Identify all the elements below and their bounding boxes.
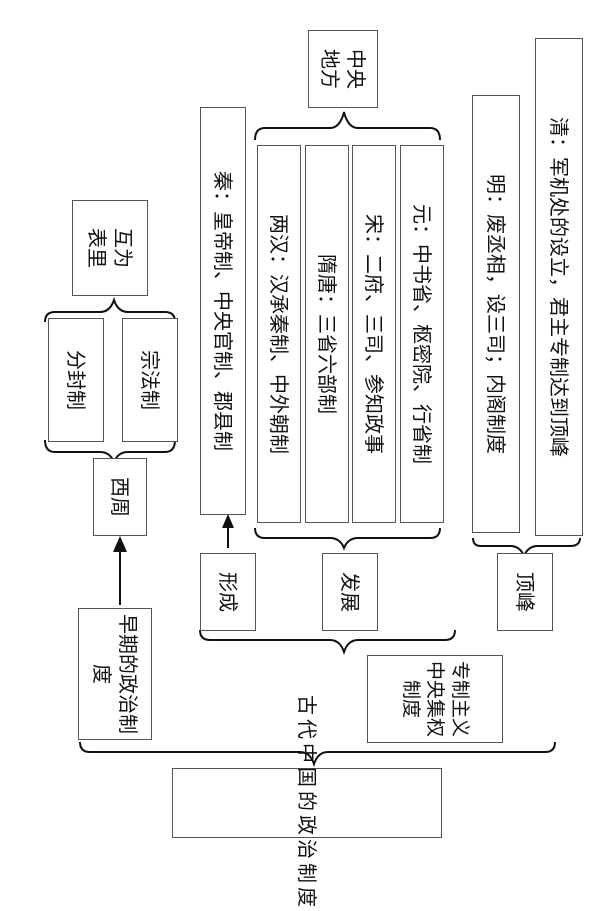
qin-box: 秦：皇帝制、中央官制、郡县制 — [200, 107, 246, 515]
fengjian-box: 分封制 — [48, 318, 104, 442]
relation-box: 互为表里 — [72, 200, 148, 296]
western-zhou-label: 西周 — [108, 477, 132, 517]
zongfa-box: 宗法制 — [122, 318, 178, 442]
dev-han-box: 两汉：汉承秦制、中外朝制 — [257, 145, 301, 523]
dev-yuan-box: 元：中书省、枢密院、行省制 — [400, 145, 444, 523]
levels-box: 中央地方 — [308, 30, 378, 108]
dev-song-text: 宋：二府、三司、参知政事 — [362, 214, 386, 454]
peak-ming-text: 明：废丞相，设三司；内阁制度 — [484, 174, 508, 454]
central-title: 专制主义中央集权制度 — [399, 660, 472, 737]
development-label: 发展 — [338, 572, 362, 612]
peak-ming-box: 明：废丞相，设三司；内阁制度 — [472, 95, 520, 533]
levels-label: 中央地方 — [318, 49, 368, 89]
development-box: 发展 — [322, 553, 378, 631]
dev-suitang-box: 隋唐：三省六部制 — [305, 145, 349, 523]
formation-label: 形成 — [216, 572, 240, 612]
early-title: 早期的政治制度 — [90, 614, 140, 734]
fengjian-label: 分封制 — [64, 350, 88, 410]
dev-yuan-text: 元：中书省、枢密院、行省制 — [410, 204, 434, 464]
dev-han-text: 两汉：汉承秦制、中外朝制 — [267, 214, 291, 454]
central-brace — [199, 629, 456, 656]
relation-brace — [44, 296, 176, 323]
formation-box: 形成 — [200, 553, 256, 631]
arrow-formation-head — [222, 514, 234, 528]
early-title-box: 早期的政治制度 — [78, 608, 152, 740]
root-title: 古代中国的政治制度 — [295, 695, 319, 911]
development-brace — [254, 527, 441, 551]
peak-qing-box: 清：军机处的设立，君主专制达到顶峰 — [535, 38, 583, 536]
peak-label: 顶峰 — [513, 572, 537, 612]
levels-brace — [254, 111, 441, 141]
root-box: 古代中国的政治制度 — [172, 695, 442, 911]
peak-qing-text: 清：军机处的设立，君主专制达到顶峰 — [547, 117, 571, 457]
relation-label: 互为表里 — [85, 228, 135, 268]
dev-suitang-text: 隋唐：三省六部制 — [315, 254, 339, 414]
arrow-early-head — [113, 536, 127, 552]
root-brace — [79, 741, 556, 768]
central-title-box: 专制主义中央集权制度 — [367, 655, 503, 743]
zongfa-label: 宗法制 — [138, 350, 162, 410]
peak-box: 顶峰 — [497, 553, 553, 631]
qin-text: 秦：皇帝制、中央官制、郡县制 — [211, 171, 235, 451]
dev-song-box: 宋：二府、三司、参知政事 — [352, 145, 396, 523]
western-zhou-box: 西周 — [93, 458, 147, 536]
